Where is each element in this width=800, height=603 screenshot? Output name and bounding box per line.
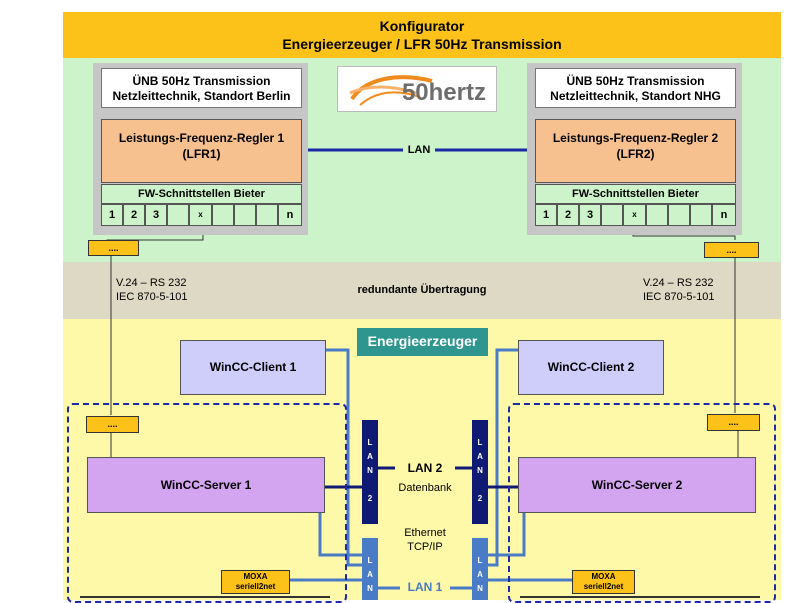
tso-header-left: ÜNB 50Hz Transmission Netzleittechnik, S… [101, 68, 302, 108]
logo-text: 50hertz [401, 79, 486, 106]
lfr2-box: Leistungs-Frequenz-Regler 2 (LFR2) [535, 119, 736, 183]
lfr1-line-1: Leistungs-Frequenz-Regler 1 [118, 131, 285, 145]
lan2-switch-left: L A N 2 [362, 420, 378, 524]
ethernet-line-1: Ethernet [404, 527, 446, 539]
diagram-title: Konfigurator Energieerzeuger / LFR 50Hz … [63, 12, 781, 58]
wincc-server-2: WinCC-Server 2 [518, 457, 756, 513]
lan2-left-char-n: N [367, 466, 373, 475]
port-3: 3 [145, 204, 167, 226]
port-2: 2 [123, 204, 145, 226]
port-x: x [189, 204, 212, 226]
port-2: 2 [557, 204, 579, 226]
port-3: 3 [579, 204, 601, 226]
lan2-right-char-l: L [477, 438, 483, 447]
client2-link [488, 348, 518, 567]
logo-swoosh-icon [349, 75, 433, 106]
serial-adapter-right-bottom: .... [707, 414, 760, 431]
port-row-left: 1 2 3 x n [101, 204, 302, 226]
tso-left-line-1: ÜNB 50Hz Transmission [132, 74, 271, 88]
lan2-left-char-l: L [367, 438, 373, 447]
lfr2-line-1: Leistungs-Frequenz-Regler 2 [552, 131, 719, 145]
port-8 [690, 204, 712, 226]
tso-right-line-1: ÜNB 50Hz Transmission [566, 74, 705, 88]
producer-label: Energieerzeuger [357, 328, 488, 356]
lan1-right-char-l: L [477, 556, 483, 565]
lan1-left-char-a: A [367, 570, 373, 579]
transmission-zone [63, 262, 781, 319]
wincc-client-2: WinCC-Client 2 [518, 340, 664, 395]
port-4 [167, 204, 189, 226]
port-1: 1 [535, 204, 557, 226]
moxa-left-line-2: seriell2net [235, 582, 276, 591]
moxa-left-line-1: MOXA [243, 572, 268, 581]
server1-lan1-link [318, 513, 362, 557]
lfr1-line-2: (LFR1) [182, 147, 221, 161]
port-7 [234, 204, 256, 226]
port-8 [256, 204, 278, 226]
serial-left-line-1: V.24 – RS 232 [116, 277, 187, 289]
lan1-switch-left: L A N [362, 538, 378, 600]
lan2-left-char-a: A [367, 452, 373, 461]
ethernet-label: Ethernet TCP/IP [395, 526, 455, 554]
port-n: n [712, 204, 736, 226]
moxa-right-line-2: seriell2net [583, 582, 624, 591]
moxa-right-line-1: MOXA [591, 572, 616, 581]
serial-adapter-left-bottom: .... [86, 416, 139, 433]
fw-interfaces-right: FW-Schnittstellen Bieter [535, 184, 736, 204]
lan2-right-char-2: 2 [477, 494, 483, 503]
port-4 [601, 204, 623, 226]
tso-right-line-2: Netzleittechnik, Standort NHG [550, 89, 721, 103]
port-6 [212, 204, 234, 226]
client1-link [326, 348, 362, 567]
lfr1-box: Leistungs-Frequenz-Regler 1 (LFR1) [101, 119, 302, 183]
serial-left-line-2: IEC 870-5-101 [116, 291, 188, 303]
wincc-client-1: WinCC-Client 1 [180, 340, 326, 395]
title-line-2: Energieerzeuger / LFR 50Hz Transmission [282, 36, 562, 52]
lan1-left-char-n: N [367, 584, 373, 593]
lan1-left-char-l: L [367, 556, 373, 565]
lan2-left-gap [362, 478, 378, 492]
lfr2-line-2: (LFR2) [616, 147, 655, 161]
port-6 [646, 204, 668, 226]
lan-top-label: LAN [403, 142, 435, 158]
ethernet-line-2: TCP/IP [407, 541, 443, 553]
tso-left-line-2: Netzleittechnik, Standort Berlin [112, 89, 291, 103]
redundant-transmission-label: redundante Übertragung [357, 284, 487, 296]
lan1-right-char-a: A [477, 570, 483, 579]
lan2-right-char-a: A [477, 452, 483, 461]
fw-interfaces-left: FW-Schnittstellen Bieter [101, 184, 302, 204]
lan1-switch-right: L A N [472, 538, 488, 600]
serial-right-line-2: IEC 870-5-101 [643, 291, 715, 303]
company-logo: 50hertz [337, 66, 497, 112]
lan2-switch-right: L A N 2 [472, 420, 488, 524]
port-row-right: 1 2 3 x n [535, 204, 736, 226]
moxa-left: MOXA seriell2net [221, 570, 290, 594]
lan2-right-gap [472, 478, 488, 492]
lan1-label: LAN 1 [400, 580, 450, 594]
port-n: n [278, 204, 302, 226]
serial-label-left: V.24 – RS 232 IEC 870-5-101 [116, 276, 226, 304]
lan2-left-char-2: 2 [367, 494, 373, 503]
port-7 [668, 204, 690, 226]
moxa-right: MOXA seriell2net [572, 570, 635, 594]
bottom-device-right [520, 596, 760, 600]
lan2-label: LAN 2 [395, 461, 455, 475]
serial-right-line-1: V.24 – RS 232 [643, 277, 714, 289]
lan2-right-char-n: N [477, 466, 483, 475]
serial-label-right: V.24 – RS 232 IEC 870-5-101 [643, 276, 753, 304]
wincc-server-1: WinCC-Server 1 [87, 457, 325, 513]
serial-adapter-left-top: .... [88, 240, 139, 256]
serial-adapter-right-top: .... [704, 242, 759, 258]
database-label: Datenbank [398, 482, 452, 494]
tso-header-right: ÜNB 50Hz Transmission Netzleittechnik, S… [535, 68, 736, 108]
lan1-right-char-n: N [477, 584, 483, 593]
port-1: 1 [101, 204, 123, 226]
port-x: x [623, 204, 646, 226]
title-line-1: Konfigurator [379, 18, 465, 34]
server2-lan1-link [488, 513, 526, 557]
bottom-device-left [80, 596, 330, 600]
